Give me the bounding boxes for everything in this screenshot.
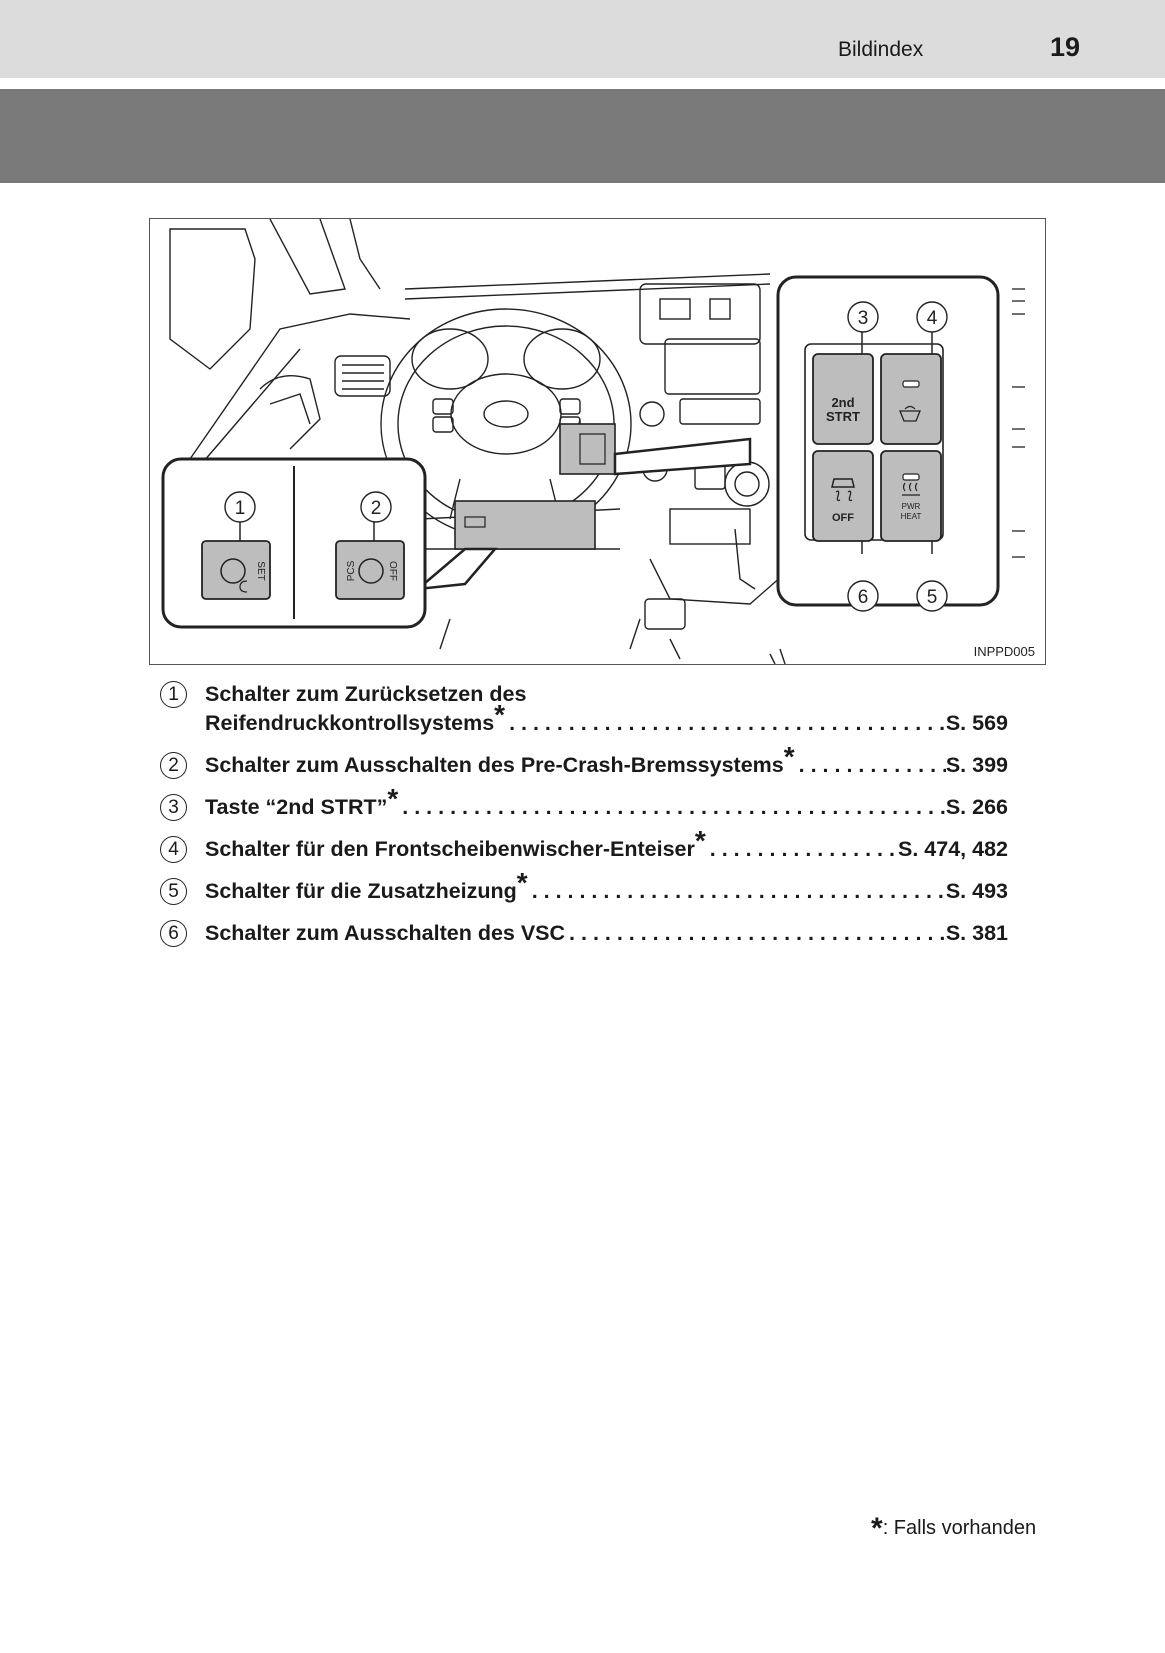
vsc-off-icon [831, 478, 855, 488]
item-number: 3 [160, 794, 187, 821]
label-pcs: PCS [346, 560, 357, 581]
list-item: 5 Schalter für die Zusatzheizung* S. 493 [158, 866, 1008, 906]
tire-pressure-icon [239, 580, 248, 593]
label-vsc-off: OFF [832, 512, 854, 524]
chapter-band [0, 89, 1165, 183]
header-band [0, 0, 1165, 78]
item-number: 5 [160, 878, 187, 905]
dashboard-illustration: 1 2 3 4 6 5 2nd STRT OFF PWR HEAT SET PC… [149, 218, 1046, 665]
label-2nd: 2nd [831, 395, 854, 410]
item-page-ref[interactable]: S. 266 [945, 795, 1008, 819]
list-item: 3 Taste “2nd STRT”* S. 266 [158, 782, 1008, 822]
item-number: 6 [160, 920, 187, 947]
wiper-deicer-icon [899, 410, 921, 422]
callout-6: 6 [858, 587, 869, 608]
list-item: 2 Schalter zum Ausschalten des Pre-Crash… [158, 740, 1008, 780]
item-text-line1: Schalter zum Zurücksetzen des [205, 682, 527, 706]
footnote: *: Falls vorhanden [871, 1508, 1037, 1545]
footnote-text: : Falls vorhanden [882, 1517, 1037, 1539]
item-text: Taste “2nd STRT”* [205, 782, 399, 819]
dashboard-drawing: 1 2 3 4 6 5 2nd STRT OFF PWR HEAT SET PC… [161, 219, 1025, 664]
label-strt: STRT [826, 409, 860, 424]
item-text: Schalter für die Zusatzheizung* [205, 866, 528, 903]
label-heat: HEAT [901, 512, 922, 521]
callout-5: 5 [927, 587, 938, 608]
item-text: Schalter zum Ausschalten des Pre-Crash-B… [205, 740, 795, 777]
button-2nd-strt [812, 353, 874, 445]
item-number: 4 [160, 836, 187, 863]
section-title: Bildindex [838, 38, 924, 61]
list-item: 1 Schalter zum Zurücksetzen des Reifendr… [158, 680, 1008, 738]
item-list: 1 Schalter zum Zurücksetzen des Reifendr… [158, 680, 1008, 961]
side-mirror [169, 228, 256, 370]
callout-2: 2 [371, 498, 382, 519]
button-pwr-heat [880, 450, 942, 542]
item-page-ref[interactable]: S. 399 [945, 753, 1008, 777]
label-set: SET [255, 561, 266, 580]
callout-4: 4 [927, 308, 938, 329]
list-item: 6 Schalter zum Ausschalten des VSC S. 38… [158, 919, 1008, 948]
item-page-ref[interactable]: S. 474, 482 [898, 837, 1008, 861]
item-page-ref[interactable]: S. 569 [945, 711, 1008, 735]
item-page-ref[interactable]: S. 381 [945, 921, 1008, 945]
figure-id: INPPD005 [973, 644, 1035, 659]
button-deicer [880, 353, 942, 445]
list-item: 4 Schalter für den Frontscheibenwischer-… [158, 824, 1008, 864]
item-text: Schalter für den Frontscheibenwischer-En… [205, 824, 706, 861]
label-pwr: PWR [902, 502, 921, 511]
item-text: Reifendruckkontrollsystems* [205, 698, 506, 735]
heater-icon [902, 482, 918, 492]
item-page-ref[interactable]: S. 493 [945, 879, 1008, 903]
footnote-star: * [871, 1512, 883, 1545]
label-off: OFF [387, 561, 398, 581]
item-number: 2 [160, 752, 187, 779]
item-number: 1 [160, 681, 187, 708]
page-number: 19 [1050, 32, 1081, 62]
callout-1: 1 [235, 498, 246, 519]
button-vsc-off [812, 450, 874, 542]
callout-3: 3 [858, 308, 869, 329]
item-text: Schalter zum Ausschalten des VSC [205, 921, 566, 945]
